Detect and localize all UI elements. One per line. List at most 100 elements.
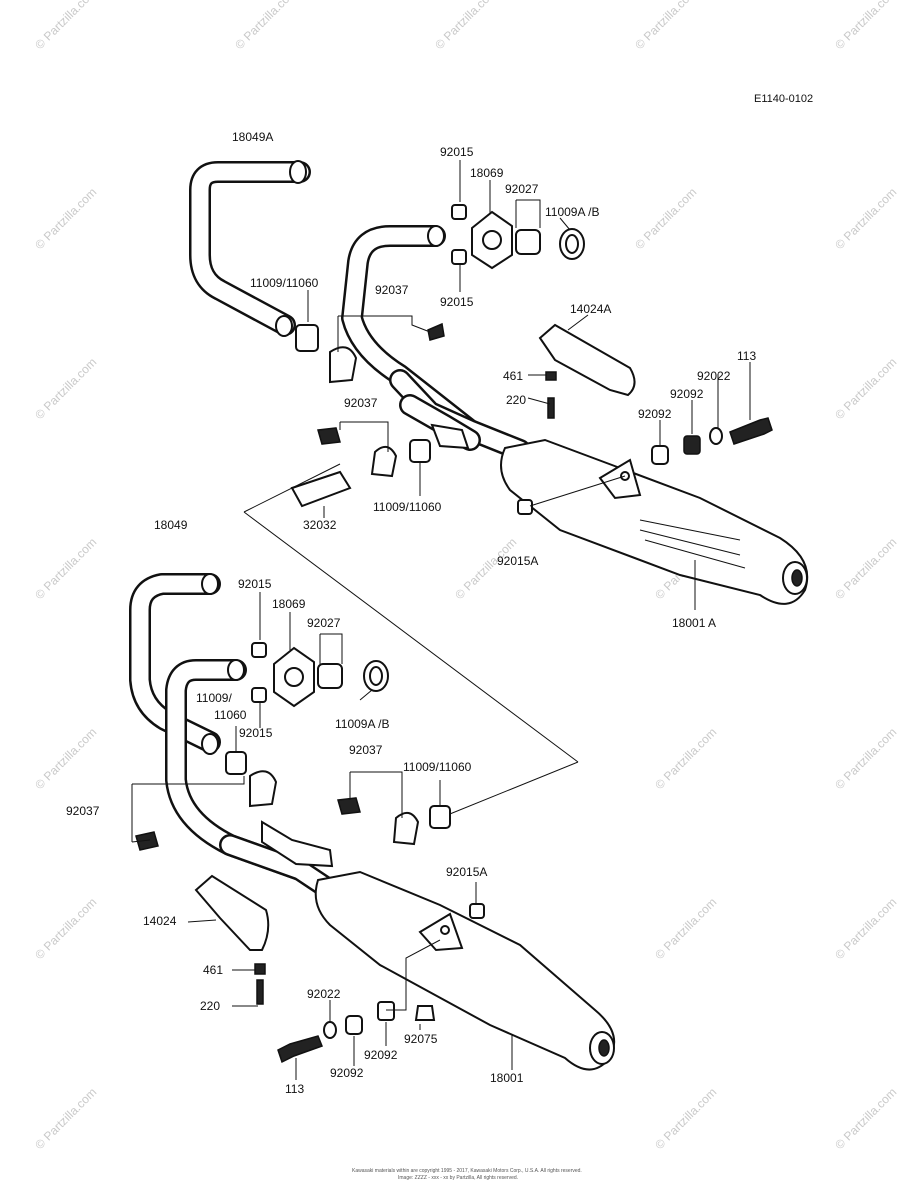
watermark: © Partzilla.com	[652, 1085, 719, 1152]
label-11009-11060: 11009/11060	[250, 276, 319, 290]
label-92092: 92092	[638, 407, 672, 421]
label-92075: 92075	[404, 1032, 438, 1046]
nut-92015	[451, 249, 467, 265]
connection-line	[243, 511, 579, 763]
watermark: © Partzilla.com	[632, 185, 699, 252]
label-92015: 92015	[440, 145, 474, 159]
label-11009AB: 11009A /B	[545, 205, 600, 219]
lower-assembly	[129, 573, 616, 1080]
clamp-92037-lower-mid	[392, 811, 420, 846]
bushing-92092	[651, 445, 669, 465]
grommet-92075	[414, 1005, 436, 1021]
label-32032: 32032	[303, 518, 337, 532]
copyright-line: Image: ZZZZ - xxx - xx by Partzilla, All…	[398, 1175, 518, 1181]
label-11009: 11009/	[196, 691, 232, 705]
watermark: © Partzilla.com	[32, 0, 99, 52]
header-pipe-18049	[129, 573, 221, 755]
gasket-11009-11060-lower-mid	[429, 805, 451, 829]
label-113: 113	[285, 1082, 304, 1096]
label-92022: 92022	[697, 369, 731, 383]
label-92037: 92037	[66, 804, 100, 818]
washer-92022-lower	[323, 1021, 337, 1039]
clamp-92037-lower	[249, 770, 278, 808]
label-92037: 92037	[349, 743, 383, 757]
label-92037: 92037	[344, 396, 378, 410]
connection-line	[439, 761, 579, 819]
watermark: © Partzilla.com	[32, 895, 99, 962]
muffler-bracket	[598, 458, 642, 500]
label-92092: 92092	[670, 387, 704, 401]
label-18049A: 18049A	[232, 130, 273, 144]
label-92015: 92015	[440, 295, 474, 309]
gasket-11009-11060-lower	[225, 751, 247, 775]
gasket-11009-11060-mid	[409, 439, 431, 463]
label-92027: 92027	[505, 182, 539, 196]
bolt-220-lower	[256, 979, 264, 1005]
nut-92015-lower	[251, 642, 267, 658]
watermark: © Partzilla.com	[32, 185, 99, 252]
gasket-11009-11060	[295, 324, 319, 352]
label-92015A: 92015A	[497, 554, 538, 568]
bolt-220	[547, 397, 555, 419]
label-14024: 14024	[143, 914, 177, 928]
watermark: © Partzilla.com	[232, 0, 299, 52]
label-92092: 92092	[364, 1048, 398, 1062]
watermark: © Partzilla.com	[632, 0, 699, 52]
watermark: © Partzilla.com	[832, 895, 899, 962]
watermark: © Partzilla.com	[832, 0, 899, 52]
watermark: © Partzilla.com	[452, 535, 519, 602]
watermark: © Partzilla.com	[652, 725, 719, 792]
collar-92027-lower	[317, 663, 343, 689]
nut-92015-lower-2	[251, 687, 267, 703]
label-11009-11060: 11009/11060	[373, 500, 442, 514]
label-461: 461	[503, 369, 523, 383]
nut-92092-lower	[377, 1001, 395, 1021]
label-461: 461	[203, 963, 223, 977]
nut-92015	[451, 204, 467, 220]
part-labels: 18049A 92015 18069 92027 11009A /B 11009…	[66, 130, 756, 1096]
washer-461	[545, 371, 557, 381]
label-92015A: 92015A	[446, 865, 487, 879]
collar-92027	[515, 229, 541, 255]
watermark: © Partzilla.com	[832, 185, 899, 252]
watermark: © Partzilla.com	[32, 355, 99, 422]
heat-guard-14024A	[538, 323, 636, 397]
bolt-113-lower	[277, 1035, 323, 1064]
label-18049: 18049	[154, 518, 188, 532]
bushing-92092-lower	[345, 1015, 363, 1035]
bolt-92037-mid	[317, 427, 341, 445]
label-11009AB: 11009A /B	[335, 717, 390, 731]
label-18069: 18069	[470, 166, 504, 180]
bolt-92037-lower	[135, 831, 159, 851]
clamp-92037-mid	[370, 445, 398, 478]
header-pipe-18049A	[189, 160, 311, 337]
pipe-stub-lower	[261, 820, 334, 868]
nut-92015A	[517, 499, 533, 515]
connector-32032	[290, 470, 352, 508]
label-14024A: 14024A	[570, 302, 611, 316]
watermark: © Partzilla.com	[432, 0, 499, 52]
muffler-18001	[314, 870, 616, 1071]
label-92092: 92092	[330, 1066, 364, 1080]
clamp-92037	[329, 346, 358, 384]
label-92022: 92022	[307, 987, 341, 1001]
bolt-92037	[427, 322, 445, 341]
label-11060: 11060	[214, 708, 247, 722]
header-pipe-lower-right	[165, 659, 311, 881]
watermark: © Partzilla.com	[832, 355, 899, 422]
label-92037: 92037	[375, 283, 409, 297]
heat-guard-14024	[194, 874, 270, 951]
watermark: © Partzilla.com	[32, 1085, 99, 1152]
nut-92092	[683, 435, 701, 455]
header-pipe-right	[341, 225, 481, 441]
watermark: © Partzilla.com	[832, 535, 899, 602]
label-18001A: 18001 A	[672, 616, 716, 630]
label-92015: 92015	[238, 577, 272, 591]
watermark: © Partzilla.com	[32, 725, 99, 792]
diagram-code: E1140-0102	[754, 93, 813, 105]
bolt-92037-lower-mid	[337, 797, 361, 815]
label-92015: 92015	[239, 726, 273, 740]
label-18001: 18001	[490, 1071, 524, 1085]
watermark: © Partzilla.com	[832, 725, 899, 792]
